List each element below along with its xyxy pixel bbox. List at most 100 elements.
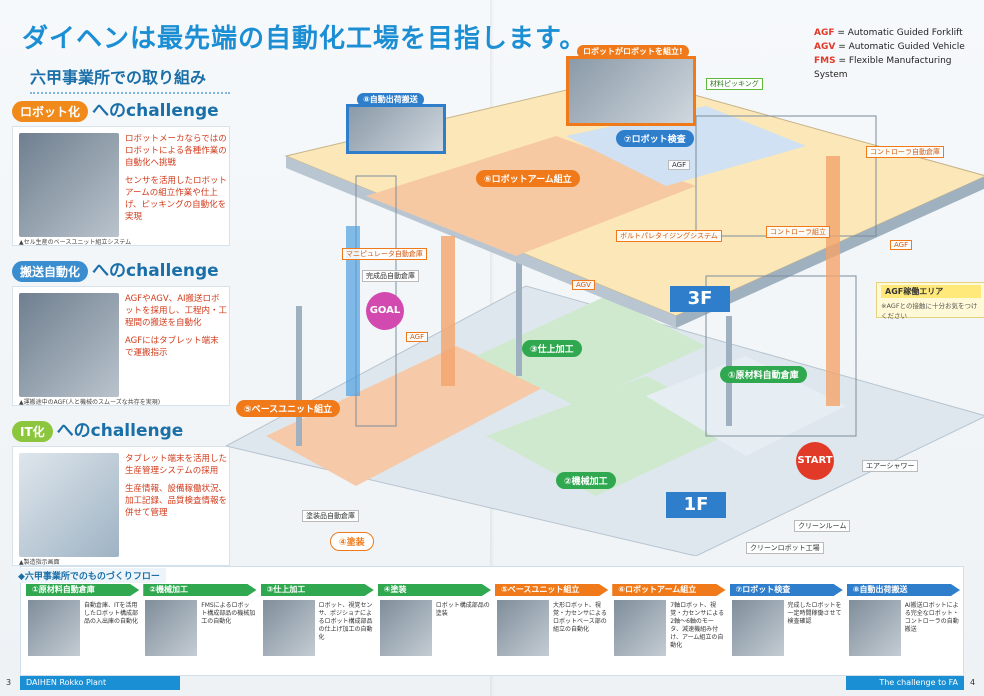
flow-step-photo xyxy=(379,600,432,656)
flow-step: ⑤ベースユニット組立大形ロボット、視覚・力センサによるロボットベース部の組立の自… xyxy=(495,584,609,672)
floor-label-1f: 1F xyxy=(666,492,726,518)
flow-step: ⑦ロボット検査完成したロボットを一定時間稼働させて検査確認 xyxy=(729,584,843,672)
flow-step-desc: 自動倉庫、ITを活用したロボット構成部品の入出庫の自動化 xyxy=(84,602,139,625)
small-label-agf: AGF xyxy=(668,160,691,170)
agv-area-note: AGF稼働エリア ※AGFとの接触に十分お気をつけください xyxy=(876,282,984,320)
footer-right-title: The challenge to FA xyxy=(846,676,964,690)
flow-step-desc: 7軸ロボット、視覚・力センサによる2軸～6軸のモータ、減速機組み付け、アーム組立… xyxy=(670,602,725,649)
flow-step: ⑥ロボットアーム組立 7軸ロボット、視覚・力センサによる2軸～6軸のモータ、減速機… xyxy=(612,584,726,672)
legend-row-agf: AGF = Automatic Guided Forklift xyxy=(814,28,963,38)
flow-title: ◆六甲事業所でのものづくりフロー xyxy=(12,568,166,583)
small-label-finished-warehouse: 完成品自動倉庫 xyxy=(362,270,419,282)
challenge-text: AGFやAGV、AI搬送ロボットを採用し、工程内・工程間の搬送を自動化 AGFに… xyxy=(125,294,228,358)
abbreviation-legend: AGF = Automatic Guided Forklift AGV = Au… xyxy=(814,26,984,82)
flow-step-label: ①原材料自動倉庫 xyxy=(26,584,140,596)
start-badge: START xyxy=(796,442,834,480)
small-label-air-shower: エアーシャワー xyxy=(862,460,919,472)
flow-step: ①原材料自動倉庫自動倉庫、ITを活用したロボット構成部品の入出庫の自動化 xyxy=(26,584,140,672)
legend-row-fms: FMS = Flexible Manufacturing System xyxy=(814,56,952,80)
flow-step-photo xyxy=(28,600,80,656)
legend-row-agv: AGV = Automatic Guided Vehicle xyxy=(814,42,965,52)
small-label-agv: AGV xyxy=(572,280,595,290)
goal-badge: GOAL xyxy=(366,292,404,330)
flow-step-photo xyxy=(614,600,667,656)
flow-step-label: ⑦ロボット検査 xyxy=(729,584,843,596)
small-label-manipulator-warehouse: マニピュレータ自動倉庫 xyxy=(342,248,427,260)
factory-diagram: ロボットがロボットを組立! ⑧自動出荷搬送 ⑥ロボットアーム組立 ⑦ロボット検査… xyxy=(224,45,984,557)
label-machining: ②機械加工 xyxy=(556,472,616,489)
flow-step-photo xyxy=(731,600,784,656)
challenge-tag: 搬送自動化 xyxy=(12,261,89,282)
flow-step-desc: 大形ロボット、視覚・力センサによるロボットベース部の組立の自動化 xyxy=(553,602,607,633)
challenge-it: IT化へのchallenge ▲製造指示画面 タブレット端末を活用した生産管理シ… xyxy=(12,416,230,566)
small-label-clean-robot-factory: クリーンロボット工場 xyxy=(746,542,824,554)
label-base-unit-assy: ⑤ベースユニット組立 xyxy=(236,400,341,417)
flow-step: ②機械加工 FMSによるロボット構成部品の機械加工の自動化 xyxy=(143,584,257,672)
flow-step-label: ④塗装 xyxy=(377,584,491,596)
challenge-transport: 搬送自動化へのchallenge ▲運搬途中のAGF(人と機械のスムーズな共存を… xyxy=(12,256,230,406)
flow-step-label: ⑤ベースユニット組立 xyxy=(495,584,609,596)
flow-arrow-right xyxy=(826,156,840,406)
flow-step-desc: FMSによるロボット構成部品の機械加工の自動化 xyxy=(201,602,256,625)
photo-caption: ▲製造指示画面 xyxy=(19,559,60,566)
flow-step-label: ⑥ロボットアーム組立 xyxy=(612,584,726,596)
flow-step-label: ③仕上加工 xyxy=(260,584,374,596)
challenge-tag: ロボット化 xyxy=(12,101,89,122)
column xyxy=(296,306,302,446)
page-headline: ダイヘンは最先端の自動化工場を目指します。 xyxy=(22,24,587,54)
small-label-controller-warehouse: コントローラ自動倉庫 xyxy=(866,146,944,158)
label-finishing: ③仕上加工 xyxy=(522,340,582,357)
flow-step-desc: AI搬送ロボットによる完全なロボット・コントローラの自動搬送 xyxy=(904,602,959,633)
area-robot-arm xyxy=(366,136,696,256)
flow-arrow-blue xyxy=(346,226,360,396)
small-label-bolt-tightening: ボルトパレタイジングシステム xyxy=(616,230,722,242)
area-base-unit xyxy=(266,346,546,486)
challenge-text: タブレット端末を活用した生産管理システムの採用 生産情報、設備稼働状況、加工記録… xyxy=(125,454,228,518)
flow-step-photo xyxy=(145,600,198,656)
challenge-robotization: ロボット化へのchallenge ▲セル生産のベースユニット組立システム ロボッ… xyxy=(12,96,230,246)
floor-label-3f: 3F xyxy=(670,286,730,312)
photo-caption: ▲セル生産のベースユニット組立システム xyxy=(19,239,132,246)
flow-step-label: ⑧自動出荷搬送 xyxy=(846,584,960,596)
flow-step: ⑧自動出荷搬送 AI搬送ロボットによる完全なロボット・コントローラの自動搬送 xyxy=(846,584,960,672)
flow-step-desc: 完成したロボットを一定時間稼働させて検査確認 xyxy=(787,602,842,625)
flow-step-label: ②機械加工 xyxy=(143,584,257,596)
inset-auto-ship: ⑧自動出荷搬送 xyxy=(346,93,446,154)
flow-step-photo xyxy=(262,600,315,656)
small-label-material-picking: 材料ピッキング xyxy=(706,78,763,90)
challenge-tag: IT化 xyxy=(12,421,53,442)
page-number-left: 3 xyxy=(6,678,12,687)
challenge-box: ▲セル生産のベースユニット組立システム ロボットメーカならではのロボットによる各… xyxy=(12,126,230,246)
page-number-right: 4 xyxy=(970,678,976,687)
area-finishing xyxy=(476,296,706,406)
flow-step-photo xyxy=(497,600,549,656)
flow-step: ④塗装ロボット構成部品の塗装 xyxy=(377,584,491,672)
agf-photo xyxy=(19,293,119,397)
challenge-box: ▲製造指示画面 タブレット端末を活用した生産管理システムの採用 生産情報、設備稼… xyxy=(12,446,230,566)
column xyxy=(516,256,522,376)
rack-raw-material xyxy=(705,275,857,437)
tablet-photo xyxy=(19,453,119,557)
label-robot-inspect: ⑦ロボット検査 xyxy=(616,130,694,147)
flow-step: ③仕上加工ロボット、視覚センサ、ポジショナによるロボット構成部品の仕上げ加工の自… xyxy=(260,584,374,672)
flow-step-desc: ロボット構成部品の塗装 xyxy=(435,602,490,617)
challenge-title: へのchallenge xyxy=(92,261,219,281)
section-subheading: 六甲事業所での取り組み xyxy=(30,64,230,94)
label-raw-material: ①原材料自動倉庫 xyxy=(720,366,807,383)
label-robot-arm-assy: ⑥ロボットアーム組立 xyxy=(476,170,580,187)
small-label-controller-assy: コントローラ組立 xyxy=(766,226,830,238)
challenge-title: へのchallenge xyxy=(92,101,219,121)
flow-arrow-up xyxy=(441,236,455,386)
photo-caption: ▲運搬途中のAGF(人と機械のスムーズな共存を実現) xyxy=(19,399,161,406)
robot-cell-photo xyxy=(19,133,119,237)
label-painting: ④塗装 xyxy=(330,532,374,551)
challenge-box: ▲運搬途中のAGF(人と機械のスムーズな共存を実現) AGFやAGV、AI搬送ロ… xyxy=(12,286,230,406)
flow-step-photo xyxy=(848,600,901,656)
footer-left-title: DAIHEN Rokko Plant xyxy=(20,676,180,690)
small-label-painted-warehouse: 塗装品自動倉庫 xyxy=(302,510,359,522)
small-label-agf: AGF xyxy=(890,240,913,250)
challenge-text: ロボットメーカならではのロボットによる各種作業の自動化へ挑戦 センサを活用したロ… xyxy=(125,134,228,222)
challenge-title: へのchallenge xyxy=(56,421,184,441)
